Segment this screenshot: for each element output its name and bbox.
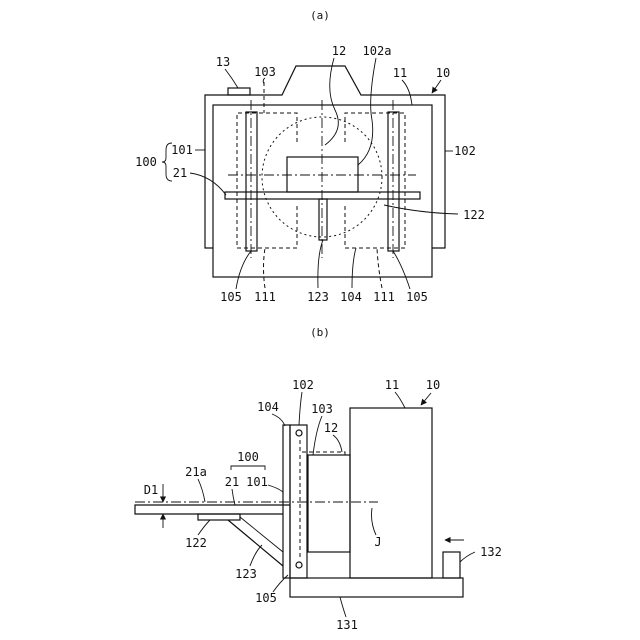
leader-102a xyxy=(358,58,376,165)
figure-a: (a) xyxy=(135,9,485,304)
figure-b-caption: (b) xyxy=(310,326,330,339)
block-103 xyxy=(308,455,350,552)
label-b-10: 10 xyxy=(426,378,440,392)
leader-b-12 xyxy=(333,435,342,452)
leader-b-104 xyxy=(272,414,285,426)
block-122 xyxy=(198,514,240,520)
plate-102 xyxy=(290,425,307,578)
camera-body-11 xyxy=(350,408,432,578)
base-plate-131 xyxy=(290,578,463,597)
label-b-d1: D1 xyxy=(144,483,158,497)
label-122: 122 xyxy=(463,208,485,222)
leader-122 xyxy=(384,205,458,214)
bar-105-right xyxy=(388,112,399,251)
leader-111-right xyxy=(377,248,382,288)
label-b-j: J xyxy=(374,535,381,549)
label-111-right: 111 xyxy=(373,290,395,304)
button-13 xyxy=(228,88,250,95)
rect-102a xyxy=(287,157,358,192)
leader-105-left xyxy=(236,251,251,289)
bar-123 xyxy=(319,199,327,240)
figure-b: (b) xyxy=(135,326,502,632)
leader-b-21 xyxy=(232,489,235,505)
label-b-123: 123 xyxy=(235,567,257,581)
label-b-100: 100 xyxy=(237,450,259,464)
leader-104 xyxy=(352,248,356,288)
label-b-131: 131 xyxy=(336,618,358,632)
label-105-right: 105 xyxy=(406,290,428,304)
leader-b-131 xyxy=(340,597,346,617)
screw-bottom xyxy=(296,562,302,568)
label-b-101: 101 xyxy=(246,475,268,489)
leader-b-105 xyxy=(273,575,288,592)
leader-13 xyxy=(225,69,238,88)
label-13: 13 xyxy=(216,55,230,69)
label-b-132: 132 xyxy=(480,545,502,559)
label-b-104: 104 xyxy=(257,400,279,414)
leader-b-132 xyxy=(460,552,475,562)
block-132 xyxy=(443,552,460,578)
label-b-103: 103 xyxy=(311,402,333,416)
leader-b-101 xyxy=(268,485,283,492)
label-104: 104 xyxy=(340,290,362,304)
bar-21 xyxy=(225,192,420,199)
arrow-10 xyxy=(432,80,441,93)
label-102: 102 xyxy=(454,144,476,158)
leader-b-21a xyxy=(198,479,205,502)
label-105-left: 105 xyxy=(220,290,242,304)
leader-b-102 xyxy=(299,392,302,425)
label-111-left: 111 xyxy=(254,290,276,304)
leader-b-11 xyxy=(395,392,405,408)
leader-11 xyxy=(402,80,412,105)
leader-b-123 xyxy=(250,545,262,566)
label-102a: 102a xyxy=(363,44,392,58)
label-b-11: 11 xyxy=(385,378,399,392)
label-11: 11 xyxy=(393,66,407,80)
label-b-21a: 21a xyxy=(185,465,207,479)
bracket-100 xyxy=(231,466,265,470)
bracket-123-inner xyxy=(240,517,283,552)
figure-a-caption: (a) xyxy=(310,9,330,22)
label-b-105: 105 xyxy=(255,591,277,605)
plate-104 xyxy=(283,425,290,578)
label-b-12: 12 xyxy=(324,421,338,435)
arrow-b-10 xyxy=(421,393,431,405)
bracket-123 xyxy=(228,520,283,566)
label-103: 103 xyxy=(254,65,276,79)
bar-105-left xyxy=(246,112,257,251)
screw-top xyxy=(296,430,302,436)
label-12: 12 xyxy=(332,44,346,58)
label-b-21: 21 xyxy=(225,475,239,489)
label-21: 21 xyxy=(173,166,187,180)
label-101: 101 xyxy=(171,143,193,157)
label-123: 123 xyxy=(307,290,329,304)
leader-b-103 xyxy=(313,416,322,455)
label-b-122: 122 xyxy=(185,536,207,550)
label-b-102: 102 xyxy=(292,378,314,392)
leader-b-j xyxy=(372,508,377,535)
rod-21 xyxy=(135,505,290,514)
label-10: 10 xyxy=(436,66,450,80)
leader-21 xyxy=(190,173,226,195)
leader-105-right xyxy=(393,251,410,289)
leader-12 xyxy=(325,58,338,145)
leader-b-122 xyxy=(198,520,210,535)
leader-111-left xyxy=(264,248,266,288)
label-100: 100 xyxy=(135,155,157,169)
